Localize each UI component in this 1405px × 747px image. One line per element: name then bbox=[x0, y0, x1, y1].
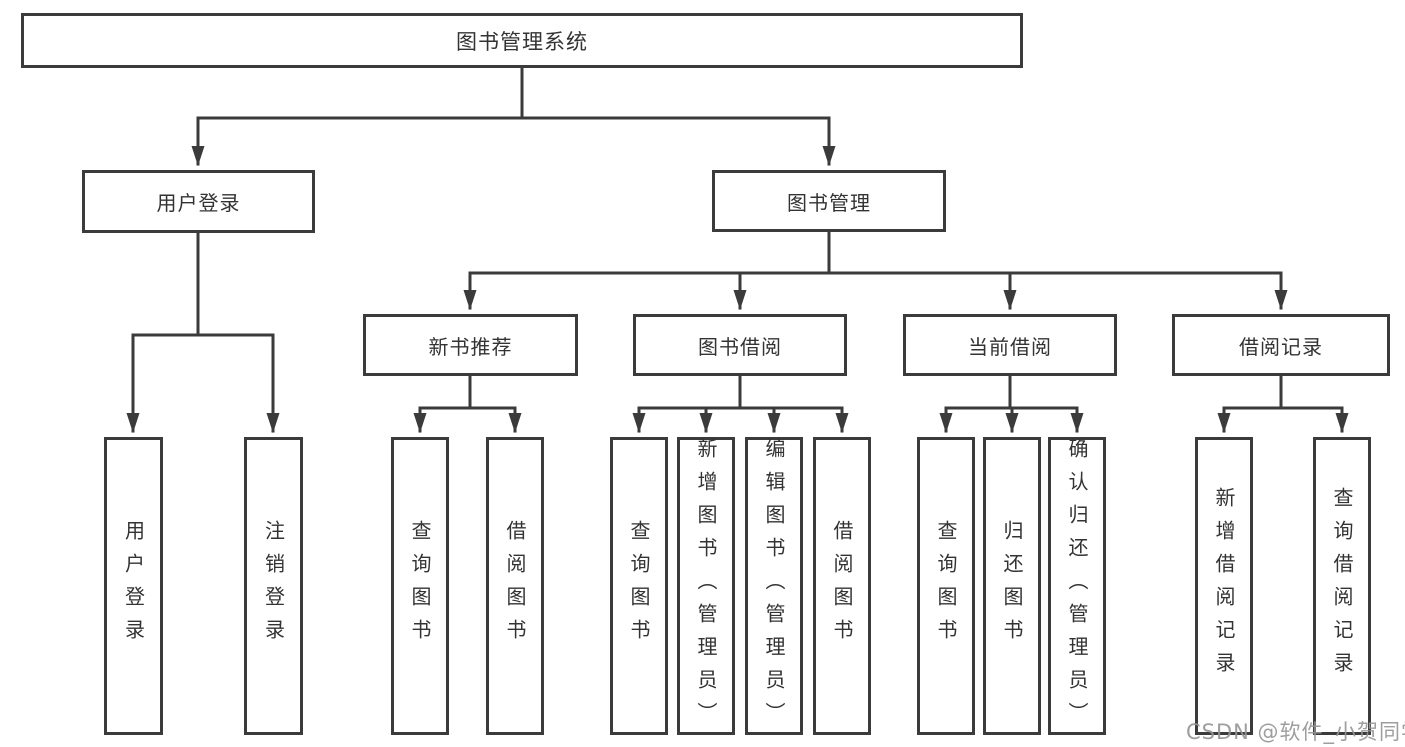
node-leaf-borrow-book: 借阅图书 bbox=[813, 437, 871, 735]
node-leaf-return-book: 归还图书 bbox=[983, 437, 1041, 735]
node-leaf-add-book: 新增图书（管理员） bbox=[677, 437, 735, 735]
node-borrow-record-label: 借阅记录 bbox=[1239, 334, 1323, 359]
node-root: 图书管理系统 bbox=[21, 13, 1023, 68]
node-leaf-borrow-book-rec: 借阅图书 bbox=[486, 437, 544, 735]
node-book-mgmt-label: 图书管理 bbox=[787, 190, 871, 215]
node-leaf-add-book-label: 新增图书（管理员） bbox=[694, 437, 718, 735]
node-leaf-logout-label: 注销登录 bbox=[261, 520, 286, 652]
node-new-book-rec-label: 新书推荐 bbox=[428, 334, 513, 359]
node-book-mgmt: 图书管理 bbox=[712, 170, 946, 232]
node-leaf-confirm-return-label: 确认归还（管理员） bbox=[1065, 437, 1089, 735]
node-leaf-query-book-rec: 查询图书 bbox=[391, 437, 449, 735]
node-leaf-add-record: 新增借阅记录 bbox=[1195, 437, 1253, 735]
node-leaf-borrow-book-rec-label: 借阅图书 bbox=[503, 520, 527, 652]
node-leaf-edit-book: 编辑图书（管理员） bbox=[745, 437, 803, 735]
node-leaf-add-record-label: 新增借阅记录 bbox=[1212, 487, 1236, 685]
node-leaf-confirm-return: 确认归还（管理员） bbox=[1048, 437, 1106, 735]
node-leaf-user-login: 用户登录 bbox=[104, 437, 163, 735]
node-leaf-borrow-book-label: 借阅图书 bbox=[830, 520, 854, 652]
node-book-borrow-label: 图书借阅 bbox=[698, 334, 782, 359]
node-leaf-user-login-label: 用户登录 bbox=[121, 520, 146, 652]
node-leaf-query-book-borrow: 查询图书 bbox=[610, 437, 668, 735]
node-root-label: 图书管理系统 bbox=[456, 29, 588, 54]
node-leaf-logout: 注销登录 bbox=[244, 437, 303, 735]
node-new-book-rec: 新书推荐 bbox=[363, 314, 578, 376]
node-leaf-edit-book-label: 编辑图书（管理员） bbox=[762, 437, 786, 735]
node-current-borrow: 当前借阅 bbox=[903, 314, 1117, 376]
csdn-watermark: CSDN @软件_小贺同学 bbox=[1186, 720, 1405, 744]
node-leaf-query-book-current-label: 查询图书 bbox=[934, 520, 958, 652]
node-leaf-query-record: 查询借阅记录 bbox=[1313, 437, 1371, 735]
node-leaf-query-book-rec-label: 查询图书 bbox=[408, 520, 432, 652]
node-leaf-query-record-label: 查询借阅记录 bbox=[1330, 487, 1354, 685]
node-book-borrow: 图书借阅 bbox=[633, 314, 847, 376]
node-user-login-label: 用户登录 bbox=[156, 191, 241, 215]
node-user-login: 用户登录 bbox=[82, 170, 315, 233]
node-borrow-record: 借阅记录 bbox=[1172, 314, 1390, 376]
node-leaf-return-book-label: 归还图书 bbox=[1000, 520, 1024, 652]
node-current-borrow-label: 当前借阅 bbox=[968, 334, 1052, 359]
node-leaf-query-book-borrow-label: 查询图书 bbox=[627, 520, 651, 652]
node-leaf-query-book-current: 查询图书 bbox=[917, 437, 975, 735]
